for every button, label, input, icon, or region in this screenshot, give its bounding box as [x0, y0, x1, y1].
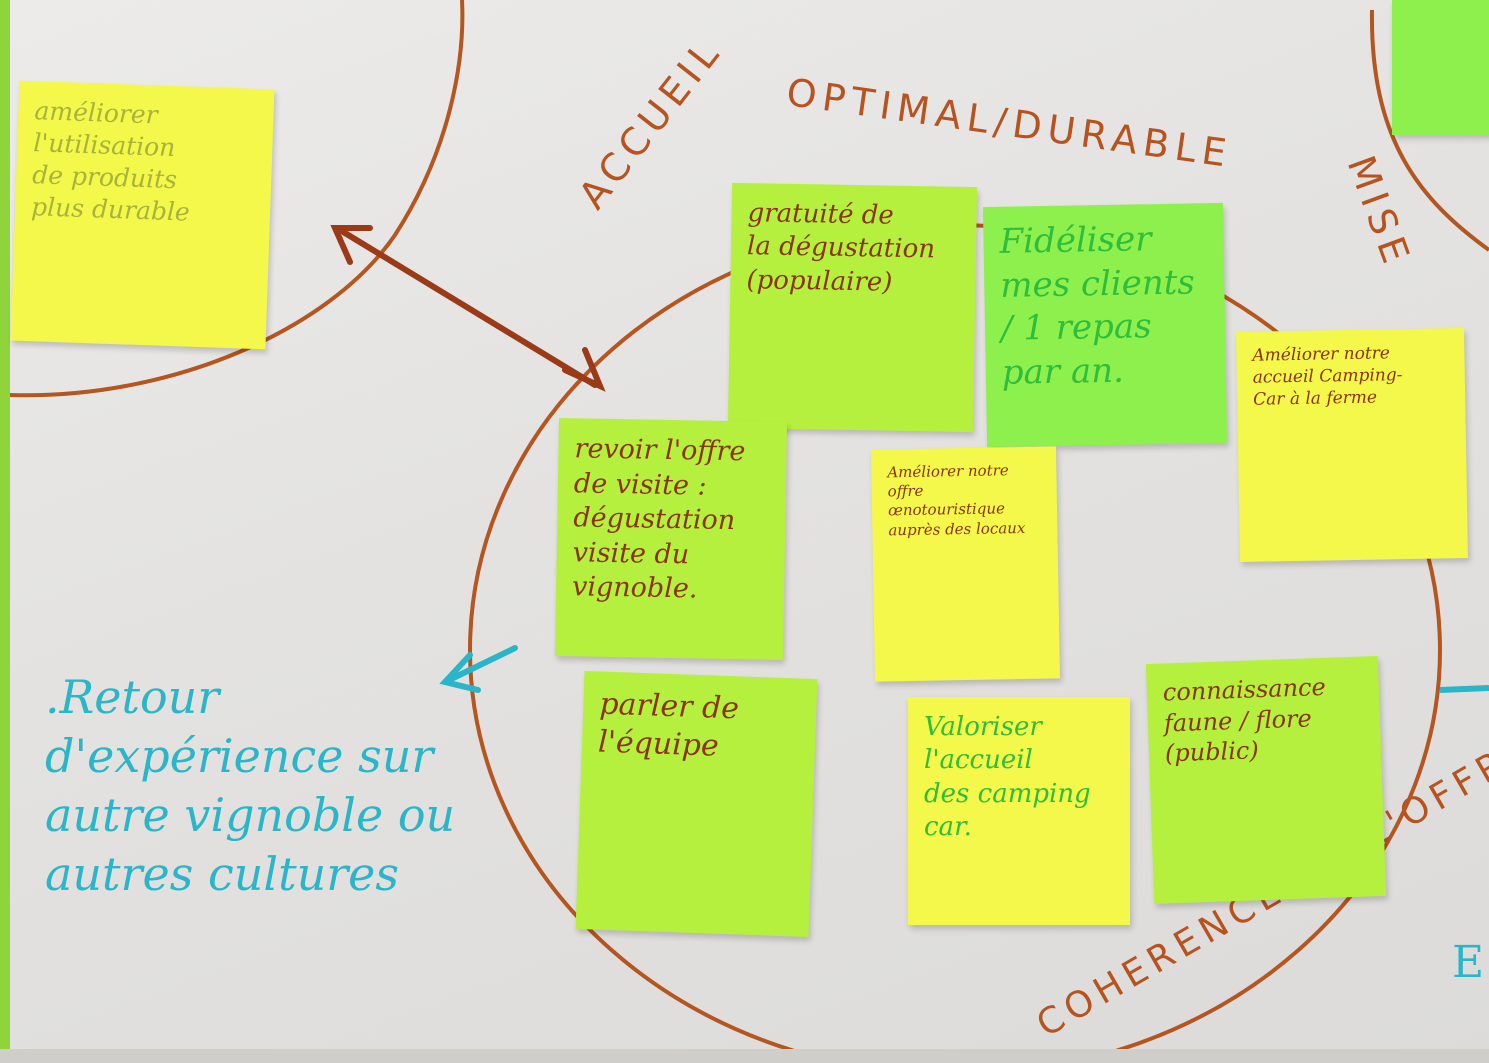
green-edge-strip: [0, 0, 10, 1063]
sticky-note-revoir-offre-visite[interactable]: revoir l'offre de visite : dégustation v…: [554, 418, 788, 660]
board-bottom-edge: [0, 1049, 1489, 1063]
partial-sticky-note-top-right: [1392, 0, 1489, 135]
sticky-note-fideliser-clients[interactable]: Fidéliser mes clients / 1 repas par an.: [982, 202, 1228, 448]
sticky-note-offre-oenotouristique[interactable]: Améliorer notre offre œnotouristique aup…: [870, 446, 1061, 682]
sticky-note-valoriser-accueil[interactable]: Valoriser l'accueil des camping car.: [908, 697, 1130, 925]
blue-edge-mark: [1439, 685, 1489, 693]
sticky-note-parler-equipe[interactable]: parler de l'équipe: [575, 671, 818, 937]
blue-text-right-partial: E: [1452, 937, 1485, 988]
sticky-note-connaissance-faune-flore[interactable]: connaissance faune / flore (public): [1145, 656, 1387, 904]
left-circle-line: [9, 0, 465, 398]
double-arrow: [330, 225, 606, 392]
sticky-note-ameliorer-produits[interactable]: améliorer l'utilisation de produits plus…: [10, 80, 275, 350]
blue-arrow: [439, 645, 518, 693]
sticky-note-accueil-camping-car[interactable]: Améliorer notre accueil Camping- Car à l…: [1236, 328, 1468, 562]
sticky-note-gratuite-degustation[interactable]: gratuité de la dégustation (populaire): [727, 182, 978, 433]
blue-text-retour-experience: .Retour d'expérience sur autre vignoble …: [45, 670, 456, 901]
right-circle-line: [1369, 9, 1489, 252]
